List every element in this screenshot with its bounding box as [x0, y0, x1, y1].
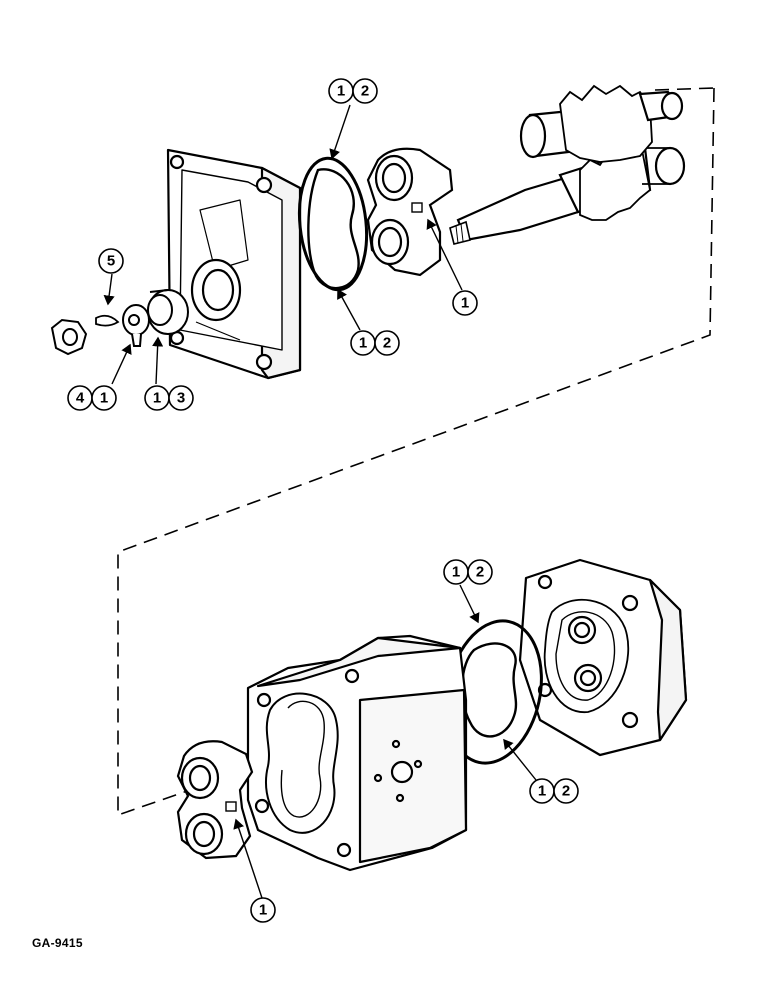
callout-bottom-ring-upper: 1 2	[443, 559, 493, 585]
hex-nut	[50, 318, 88, 356]
svg-text:5: 5	[107, 253, 115, 270]
callout-bottom-bushing-key: 1	[250, 897, 276, 923]
svg-text:2: 2	[361, 83, 369, 100]
drawing-reference-number: GA-9415	[32, 936, 83, 950]
top-seal-rings	[297, 156, 369, 292]
svg-text:1: 1	[337, 83, 345, 100]
leader-lines	[103, 104, 537, 899]
svg-text:1: 1	[359, 335, 367, 352]
svg-text:1: 1	[100, 390, 108, 407]
svg-text:2: 2	[476, 564, 484, 581]
cover-plate	[166, 148, 302, 380]
woodruff-key	[95, 314, 120, 327]
lock-washer	[122, 304, 150, 347]
top-bearing-bushing	[366, 147, 454, 277]
svg-text:4: 4	[76, 390, 85, 407]
callout-top-ring-upper: 1 2	[328, 78, 378, 104]
callout-top-bushing-key: 1	[452, 290, 478, 316]
callout-lock-washer: 4 1	[67, 385, 117, 411]
svg-text:1: 1	[153, 390, 161, 407]
bottom-bearing-bushing	[176, 740, 254, 860]
svg-text:1: 1	[452, 564, 460, 581]
callout-top-ring-lower: 1 2	[350, 330, 400, 356]
svg-text:1: 1	[538, 783, 546, 800]
drive-gear-shaft	[449, 141, 686, 245]
svg-text:2: 2	[383, 335, 391, 352]
svg-text:1: 1	[461, 295, 469, 312]
svg-text:1: 1	[259, 902, 267, 919]
callout-woodruff-key: 5	[98, 248, 124, 274]
driven-gear	[519, 84, 684, 163]
svg-text:3: 3	[177, 390, 185, 407]
svg-text:2: 2	[562, 783, 570, 800]
callout-shaft-seal: 1 3	[144, 385, 194, 411]
callout-bottom-ring-lower: 1 2	[529, 778, 579, 804]
shaft-seal	[147, 289, 189, 335]
end-plate	[518, 558, 688, 757]
pump-body	[246, 634, 468, 872]
callouts: 1 2 1 2 1 5 4 1 1 3 1 2	[67, 78, 579, 923]
